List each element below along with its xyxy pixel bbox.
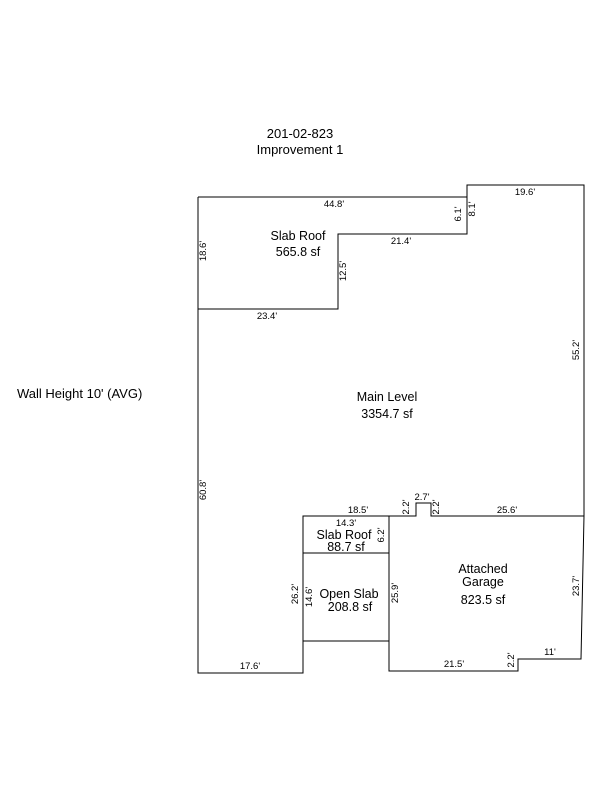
slab-roof-small-name: Slab Roof [317, 528, 372, 542]
garage-notch [389, 502, 584, 517]
dim-inner-top: 18.5' [348, 505, 368, 516]
slab-roof-small-area: 88.7 sf [327, 540, 365, 554]
dim-garage-step-horiz: 11' [544, 647, 556, 658]
dim-small-slab-right: 6.2' [376, 527, 387, 542]
dim-left-side: 60.8' [198, 480, 209, 500]
dim-slab-bottom: 23.4' [257, 311, 277, 322]
dim-step-6-1: 6.1' [453, 206, 464, 221]
left-outline [197, 197, 389, 674]
dim-slab-step-vert: 12.5' [338, 261, 349, 281]
parcel-number: 201-02-823 [266, 126, 334, 141]
dim-bottom-left: 17.6' [240, 661, 260, 672]
wall-height-label: Wall Height 10' (AVG) [17, 386, 143, 401]
dim-garage-left: 25.9' [390, 583, 401, 603]
dim-garage-top: 25.6' [497, 505, 517, 516]
dim-notch-right: 2.2' [431, 499, 442, 514]
garage-outline [388, 515, 585, 672]
dim-slab-left: 18.6' [198, 241, 209, 261]
dim-notch-top: 2.7' [414, 492, 429, 503]
dim-small-slab-top: 14.3' [336, 518, 356, 529]
dim-open-slab-left-inner: 14.6' [304, 587, 315, 607]
dim-top-right: 19.6' [515, 187, 535, 198]
dim-garage-bottom: 21.5' [444, 659, 464, 670]
open-slab-area: 208.8 sf [328, 600, 373, 614]
garage-name-line2: Garage [462, 575, 504, 589]
main-level-name: Main Level [357, 390, 417, 404]
dim-right-side: 55.2' [571, 340, 582, 360]
improvement-label: Improvement 1 [256, 142, 344, 157]
dim-step-8-1: 8.1' [467, 201, 478, 216]
dim-slab-step-horiz: 21.4' [391, 236, 411, 247]
slab-roof-boundary [198, 197, 468, 310]
garage-area: 823.5 sf [461, 593, 506, 607]
garage-name-line1: Attached [458, 562, 507, 576]
dim-garage-right: 23.7' [571, 576, 582, 596]
outer-outline [198, 184, 585, 516]
slab-roof-top-name: Slab Roof [271, 229, 326, 243]
main-level-area: 3354.7 sf [361, 407, 413, 421]
dim-top-left: 44.8' [324, 199, 344, 210]
dim-garage-step-vert: 2.2' [506, 652, 517, 667]
slab-roof-top-area: 565.8 sf [276, 245, 321, 259]
dim-notch-left: 2.2' [401, 499, 412, 514]
open-slab-name: Open Slab [319, 587, 378, 601]
dim-open-slab-left-outer: 26.2' [290, 584, 301, 604]
